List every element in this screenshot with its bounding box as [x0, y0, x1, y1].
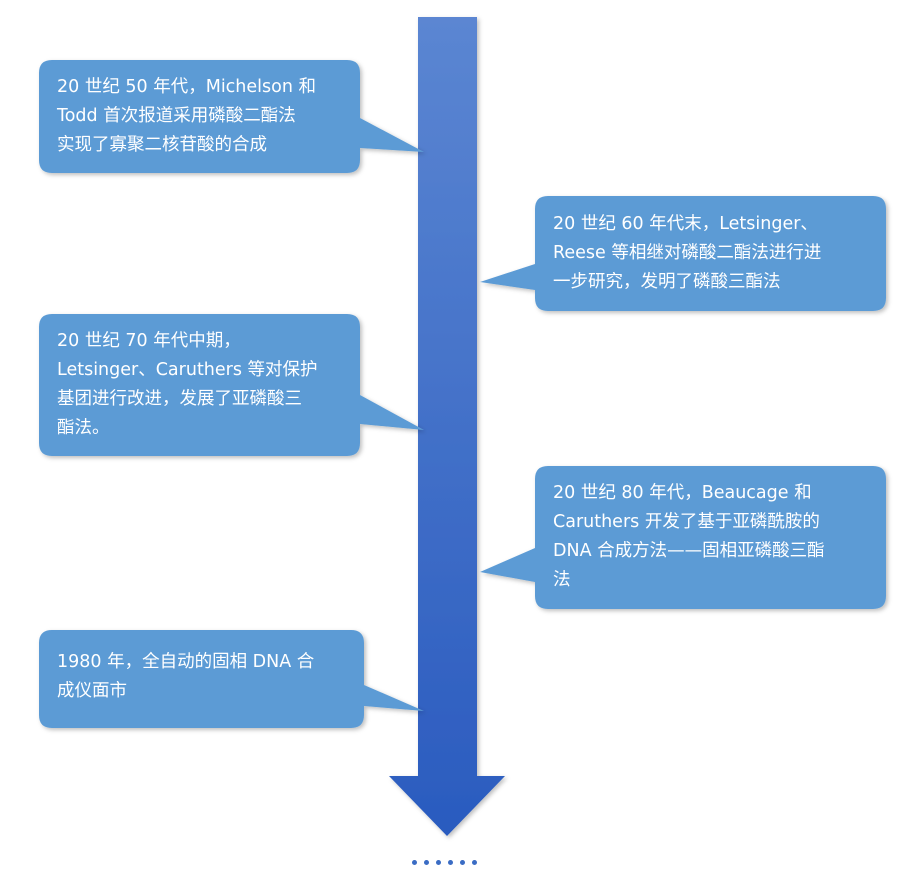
callout-text-1980s: 20 世纪 80 年代，Beaucage 和 Caruthers 开发了基于亚磷…: [553, 483, 825, 590]
callout-bubble-1960s: [480, 196, 886, 311]
callout-text-1980: 1980 年，全自动的固相 DNA 合 成仪面市: [57, 652, 315, 701]
callout-bubble-1980: [39, 630, 424, 728]
callout-text-1970s: 20 世纪 70 年代中期， Letsinger、Caruthers 等对保护 …: [57, 331, 318, 438]
dot: [412, 860, 417, 865]
dot: [436, 860, 441, 865]
continuation-dots: [412, 860, 477, 865]
dot: [448, 860, 453, 865]
dot: [460, 860, 465, 865]
callout-text-1960s: 20 世纪 60 年代末，Letsinger、 Reese 等相继对磷酸二酯法进…: [553, 214, 822, 292]
dot: [472, 860, 477, 865]
dot: [424, 860, 429, 865]
callout-bubble-1970s: [39, 314, 424, 456]
timeline-arrow: [389, 17, 505, 836]
callout-text-1950s: 20 世纪 50 年代，Michelson 和 Todd 首次报道采用磷酸二酯法…: [57, 77, 317, 155]
callout-bubble-1980s: [480, 466, 886, 609]
callout-bubble-1950s: [39, 60, 424, 173]
